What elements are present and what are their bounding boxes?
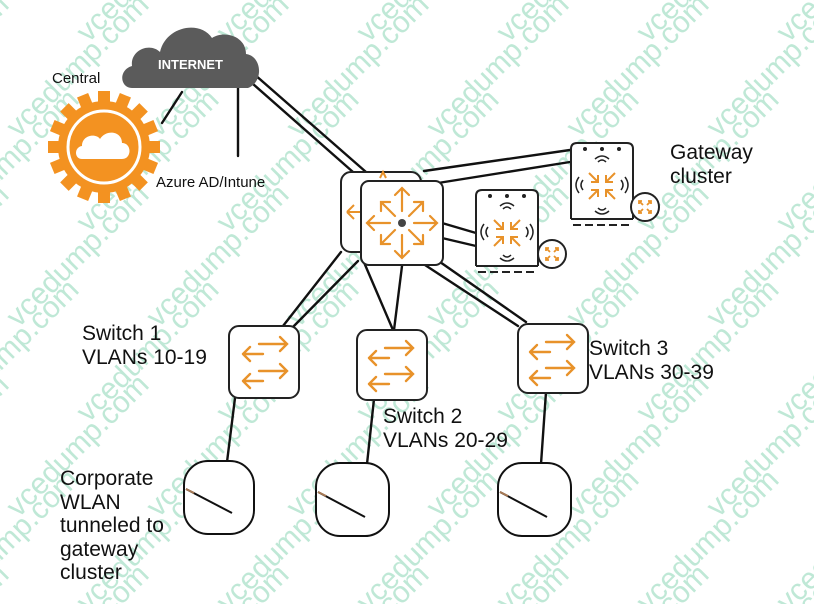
access-point-icon — [497, 462, 572, 537]
gateway-cluster-label: Gateway cluster — [670, 141, 753, 188]
link-core-sw1-a — [281, 250, 343, 328]
access-point-icon — [183, 460, 255, 535]
azure-label: Azure AD/Intune — [156, 174, 266, 191]
internet-label: INTERNET — [158, 57, 223, 72]
switch-3-label: Switch 3 VLANs 30-39 — [589, 337, 714, 384]
link-core-sw1-b — [288, 259, 360, 332]
link-core-sw3-b — [438, 260, 528, 324]
core-switch-stack-icon — [340, 169, 444, 266]
central-gear-cloud-icon — [48, 91, 160, 203]
links — [160, 72, 572, 466]
link-core-sw3-a — [423, 263, 520, 328]
link-core-sw2-a — [361, 258, 395, 332]
link-sw2-ap2 — [365, 397, 376, 466]
gateway-icon — [475, 189, 567, 273]
access-point-icon — [315, 462, 390, 537]
central-label: Central — [52, 70, 101, 87]
gateway-icon — [570, 142, 660, 226]
link-internet-central — [160, 90, 184, 125]
switch-icon — [228, 325, 300, 399]
link-core-gw1-a — [440, 221, 478, 235]
link-internet-core-b — [251, 82, 355, 174]
switch-2-label: Switch 2 VLANs 20-29 — [383, 405, 508, 452]
wlan-note: Corporate WLAN tunneled to gateway clust… — [60, 467, 164, 585]
internet-cloud-icon: INTERNET — [122, 27, 260, 88]
link-core-gw1-b — [440, 236, 478, 248]
link-core-sw2-b — [392, 264, 404, 332]
link-sw3-ap3 — [539, 390, 548, 466]
switch-1-label: Switch 1 VLANs 10-19 — [82, 322, 207, 369]
link-sw1-ap1 — [225, 396, 237, 464]
link-core-gw2-a — [422, 148, 572, 173]
switch-icon — [517, 323, 589, 394]
switch-icon — [356, 329, 428, 401]
link-core-gw2-b — [436, 160, 572, 185]
link-internet-core-a — [252, 72, 368, 174]
